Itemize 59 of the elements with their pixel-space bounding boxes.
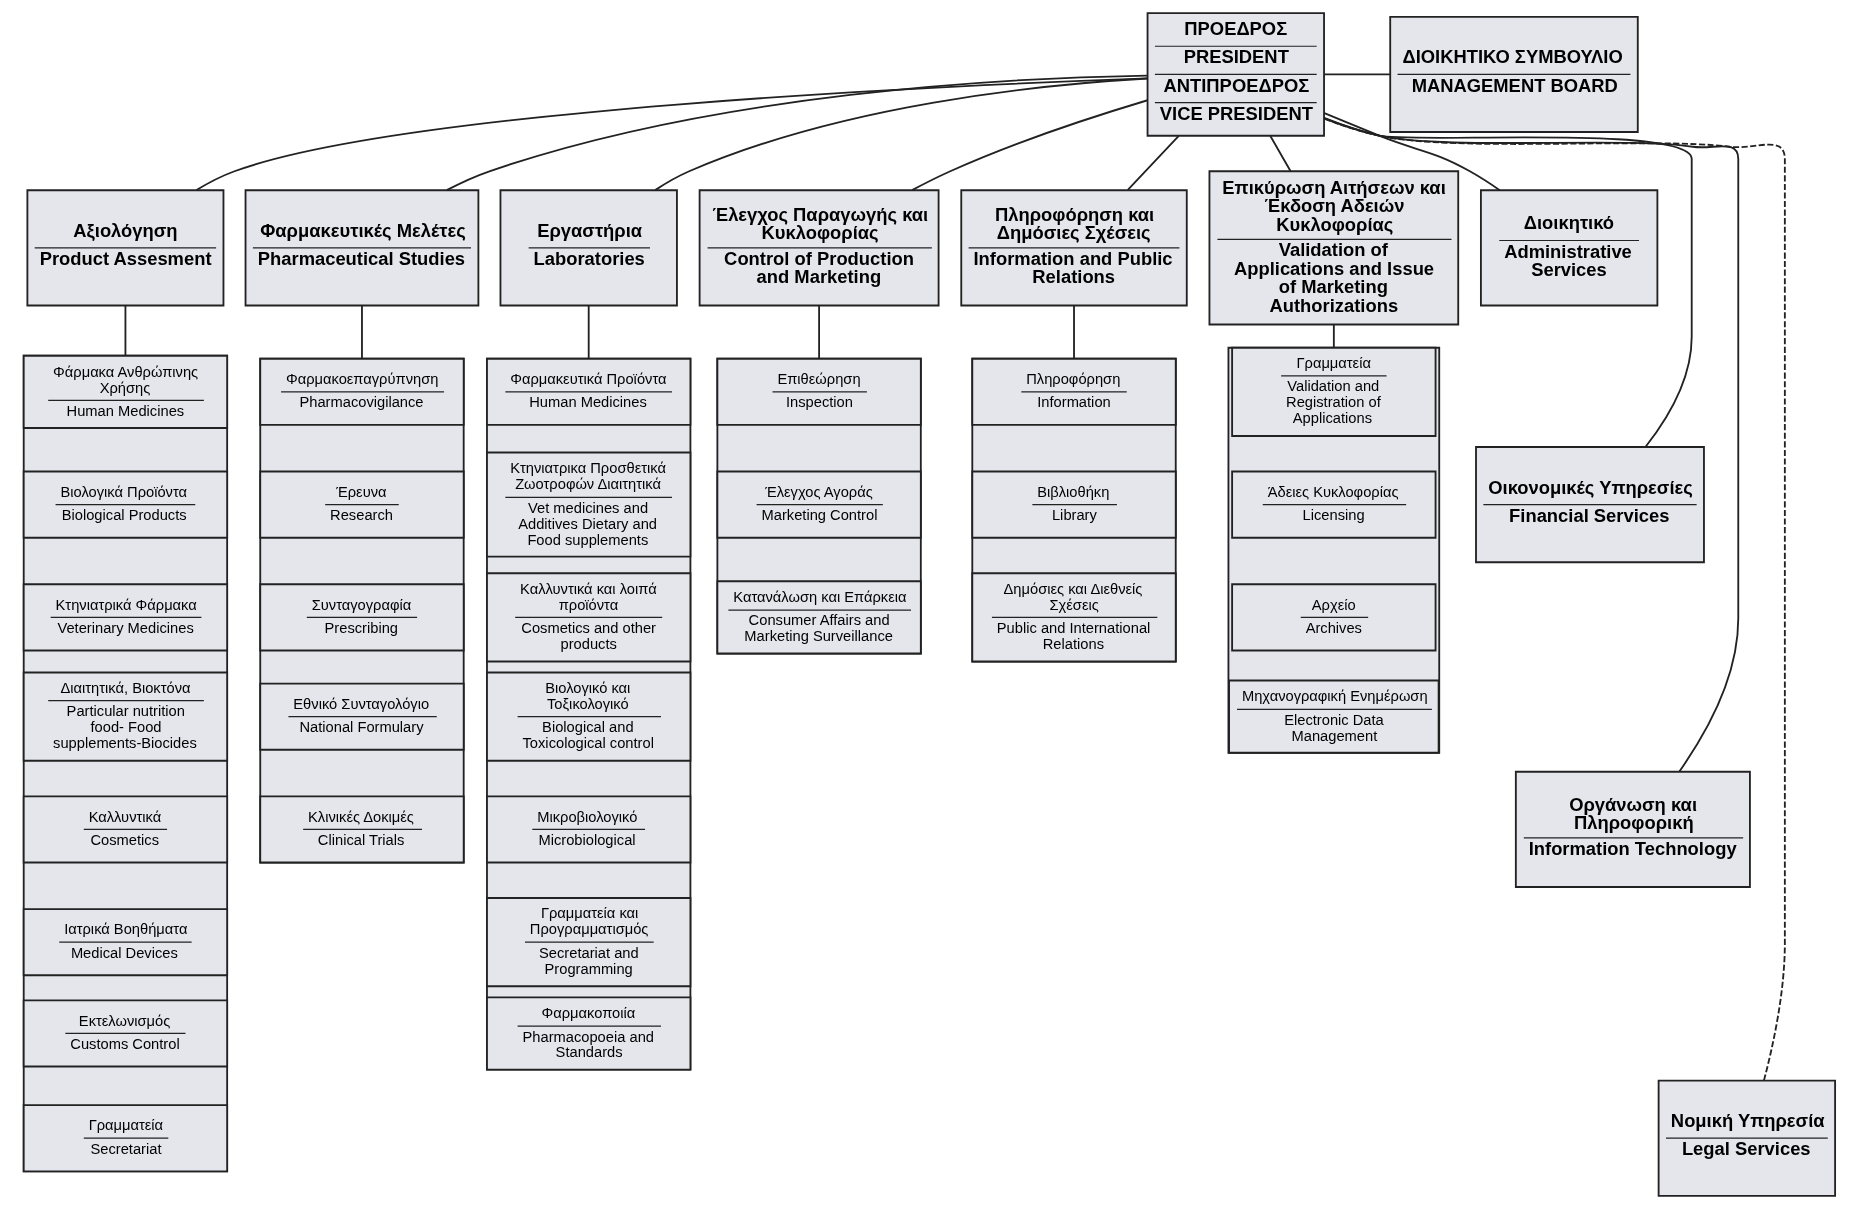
node-box: Έλεγχος Αγοράς Marketing Control [716,470,922,539]
node-box: Πληροφόρηση Information [971,357,1177,426]
node-box: Μικροβιολογικό Microbiological [486,795,692,864]
node-box: Γραμματεία Secretariat [22,1104,229,1173]
node-box: Βιολογικό και Τοξικολογικό Biological and Toxicological control [486,671,692,762]
node-box: Εκτελωνισμός Customs Control [22,999,229,1068]
node-box: Οργάνωση και Πληροφορική Information Technology [1514,770,1751,888]
node-box: Αξιολόγηση Product Assesment [26,189,225,307]
connector [195,77,1149,191]
node-box: Ιατρικά Βοηθήματα Medical Devices [22,908,229,977]
node-box: Συνταγογραφία Prescribing [259,583,465,652]
node-box: Επιθεώρηση Inspection [716,357,922,426]
node-box: Καλλυντικά και λοιπά προϊόντα Cosmetics and other products [486,572,692,663]
node-box: Έλεγχος Παραγωγής και Κυκλοφορίας Control of Production and Marketing [698,189,940,307]
node-box: Άδειες Κυκλοφορίας Licensing [1231,470,1437,539]
connector [124,304,127,357]
node-box: Κλινικές Δοκιμές Clinical Trials [259,795,465,864]
connector [1126,135,1180,191]
node-box: Κτηνιατρικά Φάρμακα Veterinary Medicines [22,583,229,652]
node-box: Διαιτητικά, Βιοκτόνα Particular nutrition food- Food supplements-Biocides [22,671,229,762]
node-box: Κτηνιατρικα Προσθετικά Ζωοτροφών Διαιτητικά Vet medicines and Additives Dietary and Food supplements [486,451,692,558]
connector [1323,116,1693,448]
connector [445,74,1148,192]
connector [1323,117,1786,1082]
node-box: Μηχανογραφική Ενημέρωση Electronic Data Management [1228,679,1440,754]
node-box: Εθνικό Συνταγολόγιο National Formulary [259,682,465,751]
node-box: ΠΡΟΕΔΡΟΣ PRESIDENT ΑΝΤΙΠΡΟΕΔΡΟΣ VICE PRESIDENT [1146,12,1325,137]
node-box: Βιβλιοθήκη Library [971,470,1177,539]
node-box: Δημόσιες και Διεθνείς Σχέσεις Public and International Relations [971,572,1177,663]
node-box: Φαρμακοποιία Pharmacopoeia and Standards [486,996,692,1071]
node-box: Κατανάλωση και Επάρκεια Consumer Affairs and Marketing Surveillance [716,580,922,655]
node-box: Έρευνα Research [259,470,465,539]
connector [1332,323,1335,349]
node-box: Βιολογικά Προϊόντα Biological Products [22,470,229,539]
connector [1073,304,1075,360]
connector [1323,73,1391,76]
node-box: Φάρμακα Ανθρώπινης Χρήσης Human Medicines [22,354,229,429]
node-box: Νομική Υπηρεσία Legal Services [1657,1079,1836,1197]
node-box: Διοικητικό Administrative Services [1480,189,1659,307]
connector [1323,112,1501,192]
node-box: ΔΙΟΙΚΗΤΙΚΟ ΣΥΜΒΟΥΛΙΟ MANAGEMENT BOARD [1389,15,1639,133]
node-box: Φαρμακοεπαγρύπνηση Pharmacovigilance [259,357,465,426]
connector [654,77,1149,192]
connector [361,304,363,360]
connector [818,304,820,360]
node-box: Γραμματεία Validation and Registration of Applications [1231,346,1437,437]
connector [1323,117,1740,773]
node-box: Καλλυντικά Cosmetics [22,795,229,864]
node-box: Φαρμακευτικές Μελέτες Pharmaceutical Studies [244,189,480,307]
node-box: Φαρμακευτικά Προϊόντα Human Medicines [486,357,692,426]
connector [911,99,1149,192]
node-box: Πληροφόρηση και Δημόσιες Σχέσεις Information and Public Relations [960,189,1188,307]
node-box: Γραμματεία και Προγραμματισμός Secretariat and Programming [486,897,692,988]
connector [1269,135,1292,172]
node-box: Αρχείο Archives [1231,583,1437,652]
connector [587,304,590,360]
node-box: Οικονομικές Υπηρεσίες Financial Services [1475,446,1705,564]
node-box: Εργαστήρια Laboratories [499,189,678,307]
node-box: Επικύρωση Αιτήσεων και Έκδοση Αδειών Κυκλοφορίας Validation of Applications and Issue of Marketing Authorizations [1208,170,1460,326]
